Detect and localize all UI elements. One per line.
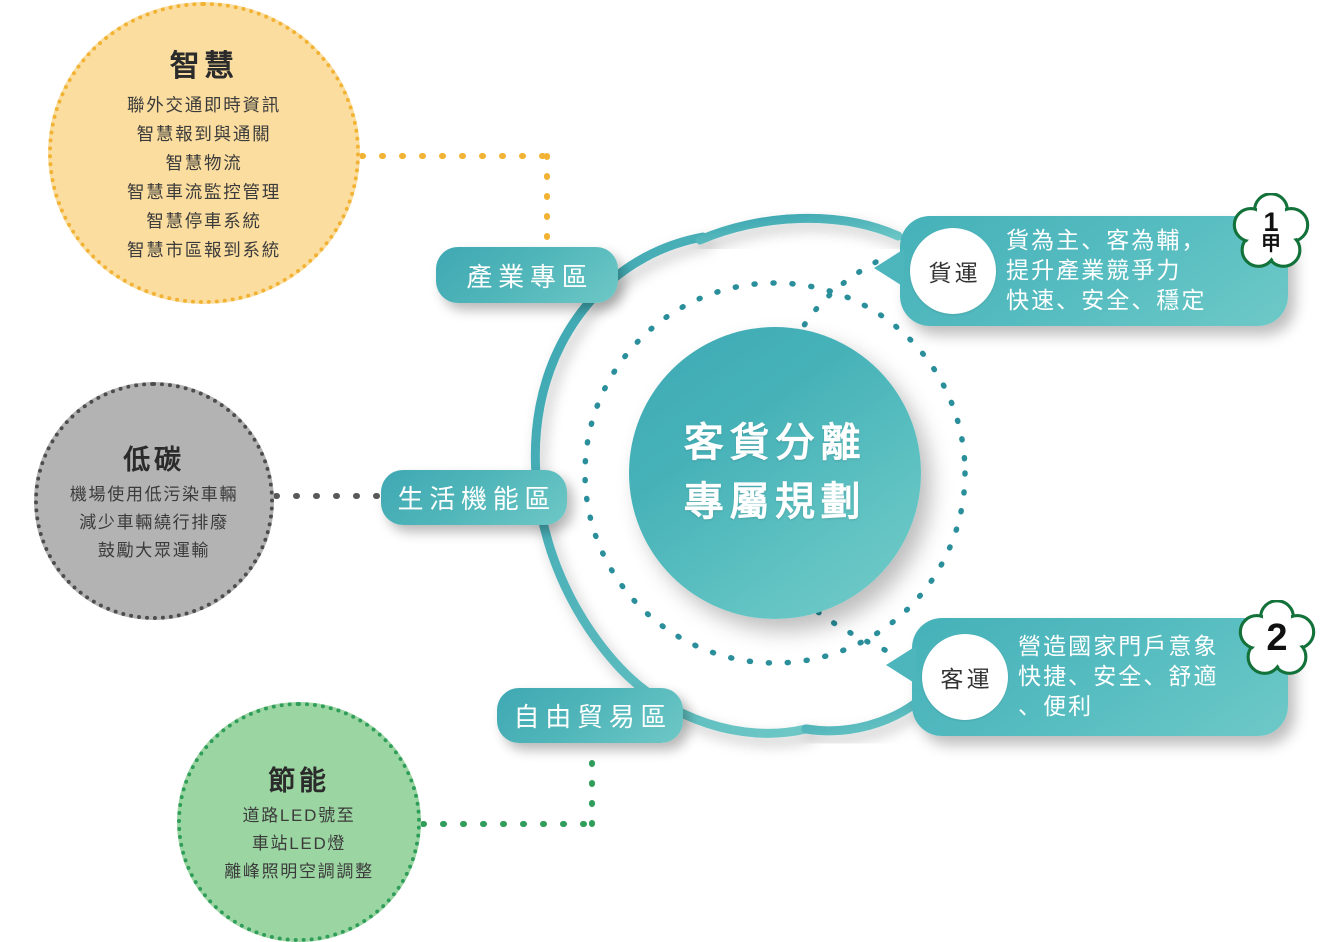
arc-to-cargo [695,213,903,245]
zone-pill-free-trade[interactable]: 自由貿易區 [497,688,683,743]
flower-badge-sub: 甲 [1261,233,1281,256]
callout-line: 快捷、安全、舒適 [1018,663,1219,690]
zone-pill-label: 產業專區 [466,261,594,292]
callout-text-block: 營造國家門戶意象 快捷、安全、舒適 、便利 [1018,632,1219,722]
feature-item: 智慧報到與通關 [136,124,272,144]
arc-to-passenger [801,695,925,736]
zone-pill-label: 生活機能區 [397,484,557,514]
flower-badge-number: 1 [1263,206,1279,237]
flower-badge-text: 2 [1266,617,1288,660]
flower-badge-1: 1 甲 [1232,193,1310,271]
center-dotted-ring [582,280,968,666]
callout-line: 營造國家門戶意象 [1018,633,1219,660]
center-title-line-1: 客貨分離 [683,420,867,465]
callout-mode-badge: 貨運 [910,228,996,314]
callout-line: 、便利 [1018,692,1094,719]
feature-circle-smart: 智慧 聯外交通即時資訊 智慧報到與通關 智慧物流 智慧車流監控管理 智慧停車系統… [48,2,360,304]
callout-cargo: 貨運 貨為主、客為輔， 提升產業競爭力 快速、安全、穩定 [874,216,1288,326]
callout-line: 提升產業競爭力 [1006,257,1182,284]
feature-title: 智慧 [169,50,239,83]
feature-circle-energy-saving: 節能 道路LED號至 車站LED燈 離峰照明空調調整 [177,702,421,942]
feature-item: 智慧停車系統 [146,211,262,231]
feature-item: 離峰照明空調調整 [224,861,374,881]
feature-item: 車站LED燈 [251,833,347,853]
callout-tail-icon [886,646,916,684]
center-title-line-2: 專屬規劃 [683,480,867,524]
flower-badge-number: 2 [1266,617,1288,660]
feature-item: 減少車輛繞行排廢 [79,512,229,532]
callout-mode-badge: 客運 [922,634,1008,720]
feature-item: 聯外交通即時資訊 [127,95,281,115]
flower-shape-icon [1232,193,1310,268]
callout-mode-label: 客運 [940,666,993,692]
callout-line: 快速、安全、穩定 [1006,286,1207,313]
callout-line: 貨為主、客為輔， [1006,227,1207,254]
callout-text-block: 貨為主、客為輔， 提升產業競爭力 快速、安全、穩定 [1006,226,1207,316]
flower-shape-icon [1238,600,1316,675]
feature-item: 智慧市區報到系統 [127,240,281,260]
center-concept-circle: 客貨分離 專屬規劃 [629,327,921,619]
feature-circle-low-carbon: 低碳 機場使用低污染車輛 減少車輛繞行排廢 鼓勵大眾運輸 [34,382,274,620]
connector-smart [359,153,550,242]
callout-mode-label: 貨運 [928,260,981,286]
feature-item: 道路LED號至 [242,805,356,825]
callout-tail-icon [874,249,904,287]
connector-energy [420,745,595,827]
zone-pill-industry[interactable]: 產業專區 [436,247,618,303]
flower-badge-2: 2 [1238,600,1316,678]
zone-pill-label: 自由貿易區 [513,702,673,732]
feature-item: 機場使用低污染車輛 [69,484,239,504]
feature-item: 智慧車流監控管理 [127,182,281,202]
feature-title: 節能 [268,765,330,796]
flower-badge-text: 1 甲 [1261,206,1281,256]
callout-passenger: 客運 營造國家門戶意象 快捷、安全、舒適 、便利 [886,618,1288,736]
feature-item: 智慧物流 [165,153,243,173]
zone-pill-living[interactable]: 生活機能區 [381,470,567,525]
feature-item: 鼓勵大眾運輸 [97,540,211,560]
feature-title: 低碳 [123,444,185,475]
